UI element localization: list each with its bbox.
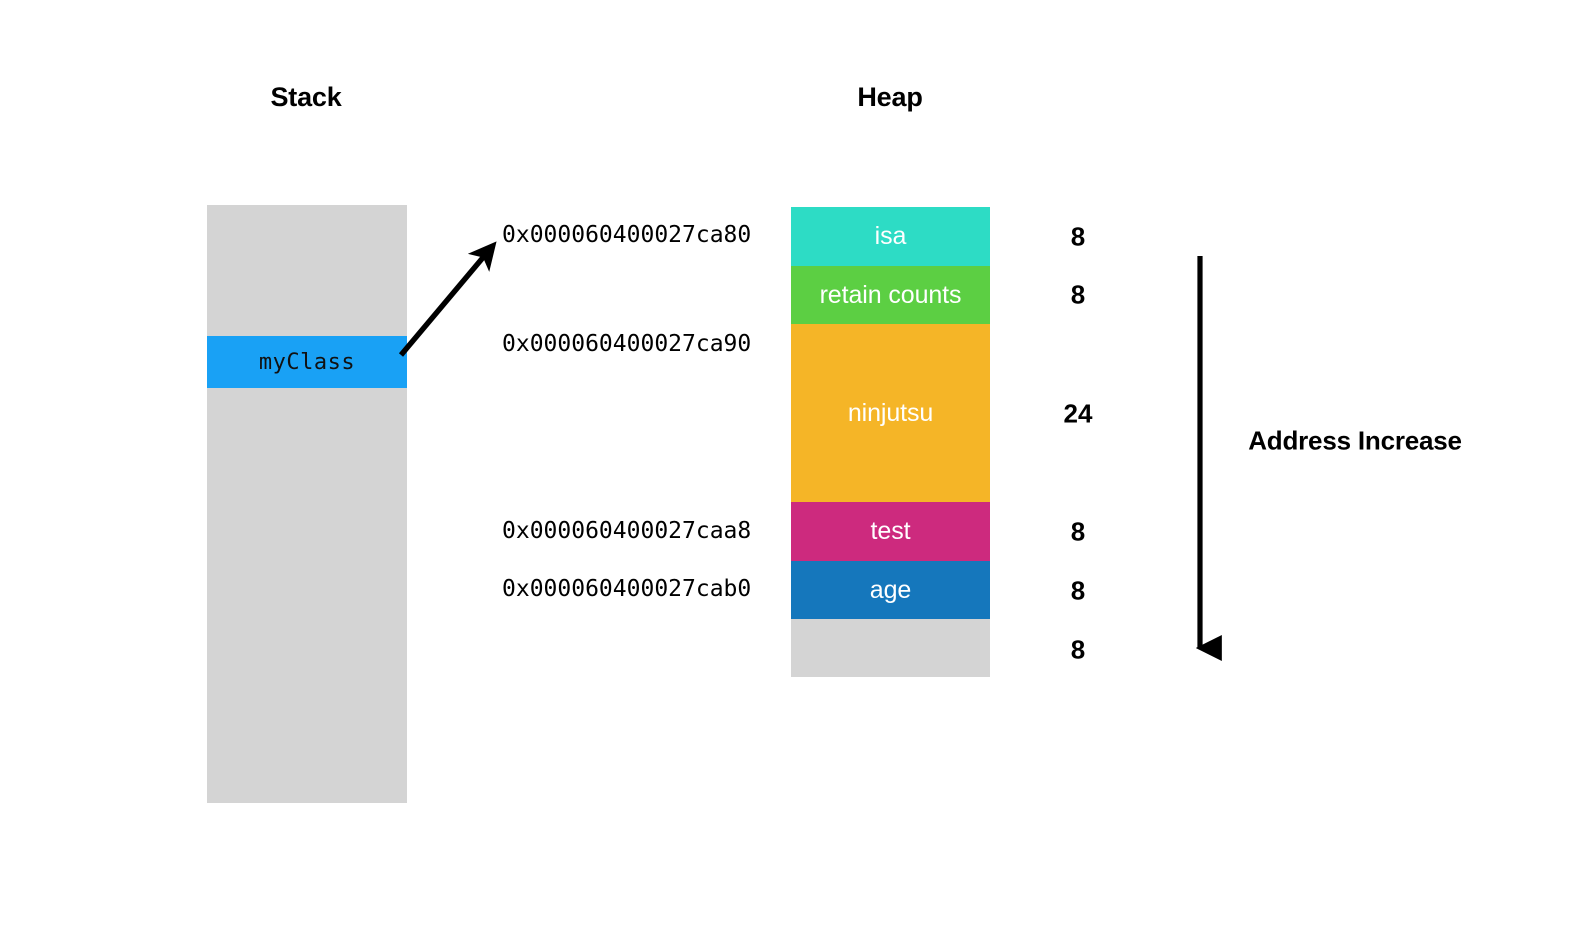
heap-block-label: test bbox=[870, 517, 911, 545]
size-label-test: 8 bbox=[1070, 516, 1086, 547]
heap-region: isa retain counts ninjutsu test age bbox=[791, 207, 990, 677]
size-label-retain-counts: 8 bbox=[1070, 279, 1086, 310]
stack-slot-label: myClass bbox=[258, 349, 356, 375]
heap-block-label: ninjutsu bbox=[847, 398, 934, 427]
address-increase-label: Address Increase bbox=[1248, 425, 1462, 456]
heap-block-padding bbox=[791, 619, 990, 677]
heap-block-label: isa bbox=[874, 222, 907, 250]
size-label-ninjutsu: 24 bbox=[1063, 398, 1093, 429]
size-label-age: 8 bbox=[1070, 575, 1086, 606]
heap-block-isa: isa bbox=[791, 207, 990, 266]
stack-slot-myclass: myClass bbox=[207, 336, 407, 388]
address-label-isa: 0x000060400027ca80 bbox=[502, 222, 752, 248]
heap-block-label: age bbox=[869, 575, 912, 604]
heap-column-title: Heap bbox=[857, 82, 923, 112]
address-label-test: 0x000060400027caa8 bbox=[502, 518, 752, 544]
size-label-padding: 8 bbox=[1070, 634, 1086, 665]
address-label-age: 0x000060400027cab0 bbox=[502, 576, 752, 602]
arrow-down-icon bbox=[1195, 256, 1222, 661]
heap-block-ninjutsu: ninjutsu bbox=[791, 324, 990, 502]
pointer-arrow-icon bbox=[398, 241, 497, 357]
size-label-isa: 8 bbox=[1070, 221, 1086, 252]
heap-block-label: retain counts bbox=[819, 280, 962, 309]
heap-block-age: age bbox=[791, 561, 990, 619]
heap-block-retain-counts: retain counts bbox=[791, 266, 990, 324]
address-label-ninjutsu: 0x000060400027ca90 bbox=[502, 331, 752, 357]
stack-column-title: Stack bbox=[270, 82, 342, 112]
heap-block-test: test bbox=[791, 502, 990, 561]
stack-region bbox=[207, 205, 407, 803]
